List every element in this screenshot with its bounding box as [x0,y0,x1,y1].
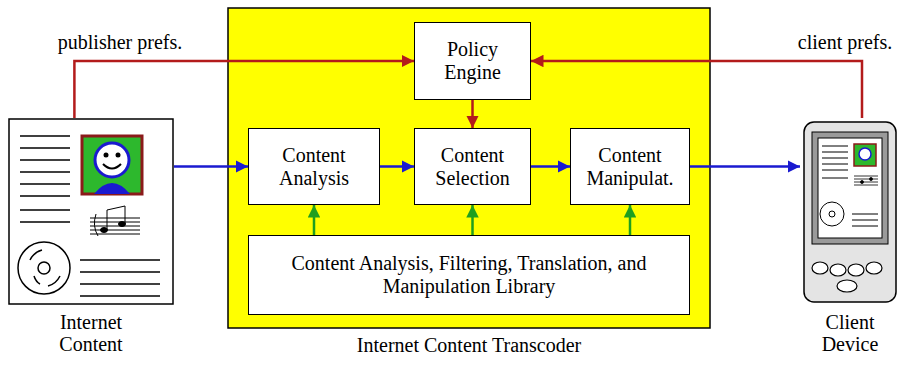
screen-face [859,148,871,160]
flow-arrow [690,165,800,168]
caption-label: Client Device [800,311,900,356]
flow-arrow [471,205,474,235]
box-label: Policy Engine [423,38,522,84]
flow-arrow [313,205,316,235]
process-box: Policy Engine [414,22,531,100]
process-box: Content Selection [414,128,531,205]
screen-picture [854,144,876,166]
box-label: Content Selection [423,144,522,190]
page-outline [9,119,173,304]
screen-page [818,138,882,238]
flow-arrow [380,165,414,168]
process-box: Content Manipulat. [570,128,690,205]
screen-lines [822,146,878,226]
device-body [804,122,896,302]
screen-notes [854,176,878,185]
figure-node: Client Device [800,118,900,305]
transcoder-band [228,8,710,328]
flow-arrow [74,61,414,118]
device-buttons [812,262,882,292]
screen-disc [820,202,844,226]
picture [82,136,142,194]
edge-label: publisher prefs. [55,31,185,53]
box-label: Content Analysis [257,144,371,190]
flow-arrow [174,165,248,168]
music-notes [90,206,140,236]
flow-arrow [531,61,862,118]
figure-node: Internet Content [8,118,174,305]
flow-arrow [629,205,632,235]
flow-arrow [531,165,570,168]
box-label: Content Manipulat. [579,144,681,190]
system-band: Internet Content TranscoderPolicy Engine… [228,8,710,328]
flow-arrow [471,100,474,128]
process-box: Content Analysis, Filtering, Translation… [248,235,690,315]
caption-label: Internet Content [41,311,141,356]
disc [18,242,70,294]
device-illustration [804,122,896,302]
box-label: Content Analysis, Filtering, Translation… [257,252,681,298]
caption-label: Internet Content Transcoder [269,334,669,356]
edge-label: client prefs. [795,31,895,53]
device-screen [812,132,888,244]
process-box: Content Analysis [248,128,380,205]
document-illustration [9,119,173,304]
